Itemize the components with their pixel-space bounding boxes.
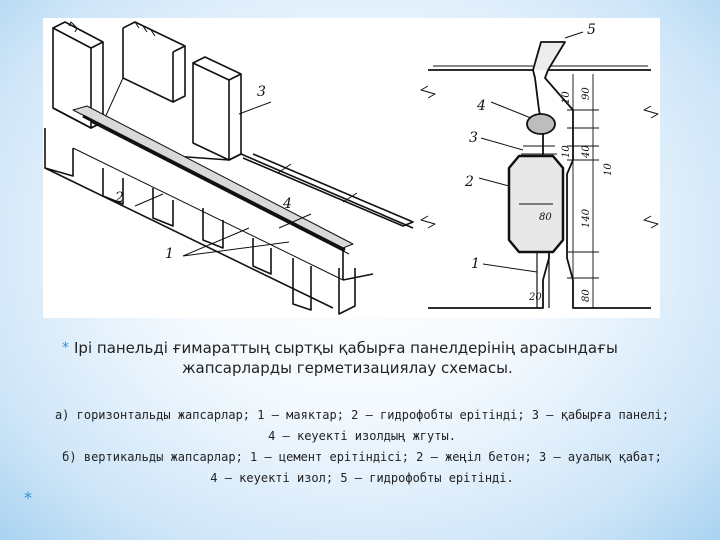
vertical-joint-drawing <box>420 31 659 309</box>
caption-line-1: а) горизонтальды жапсарлар; 1 – маяктар;… <box>54 408 670 422</box>
dim-10a: 10 <box>561 91 572 104</box>
left-label-4: 4 <box>282 196 292 212</box>
right-label-2: 2 <box>464 174 474 190</box>
dim-40: 40 <box>581 145 592 159</box>
dim-20: 20 <box>528 292 542 303</box>
dim-90: 90 <box>581 87 592 100</box>
caption-line-4: 4 – кеуекті изол; 5 – гидрофобты ерітінд… <box>210 471 514 485</box>
right-label-4: 4 <box>476 98 486 114</box>
corner-star-icon: * <box>24 488 32 507</box>
caption-line-3: б) вертикальды жапсарлар; 1 – цемент ері… <box>62 450 662 464</box>
dim-80-inner: 80 <box>539 212 552 223</box>
sealing-diagram: 3 2 4 1 <box>43 18 660 318</box>
caption-line-2: 4 – кеуекті изолдың жгуты. <box>268 429 456 443</box>
figure-caption: а) горизонтальды жапсарлар; 1 – маяктар;… <box>30 405 694 489</box>
bullet-star-icon: * <box>62 340 69 356</box>
dim-80: 80 <box>581 289 592 302</box>
dim-10c: 10 <box>603 163 614 176</box>
right-label-1: 1 <box>471 256 480 272</box>
left-label-2: 2 <box>114 190 124 206</box>
title-line-1: Ірі панельді ғимараттың сыртқы қабырға п… <box>74 339 618 357</box>
left-label-1: 1 <box>165 246 174 262</box>
horizontal-joint-drawing <box>44 21 414 315</box>
left-label-3: 3 <box>257 84 266 100</box>
title-line-2: жапсарларды герметизациялау схемасы. <box>182 359 513 377</box>
right-label-5: 5 <box>587 22 596 38</box>
dim-10b: 10 <box>561 145 572 158</box>
right-label-3: 3 <box>469 130 478 146</box>
figure-title: * Ірі панельді ғимараттың сыртқы қабырға… <box>62 338 682 378</box>
dim-140: 140 <box>581 208 592 228</box>
